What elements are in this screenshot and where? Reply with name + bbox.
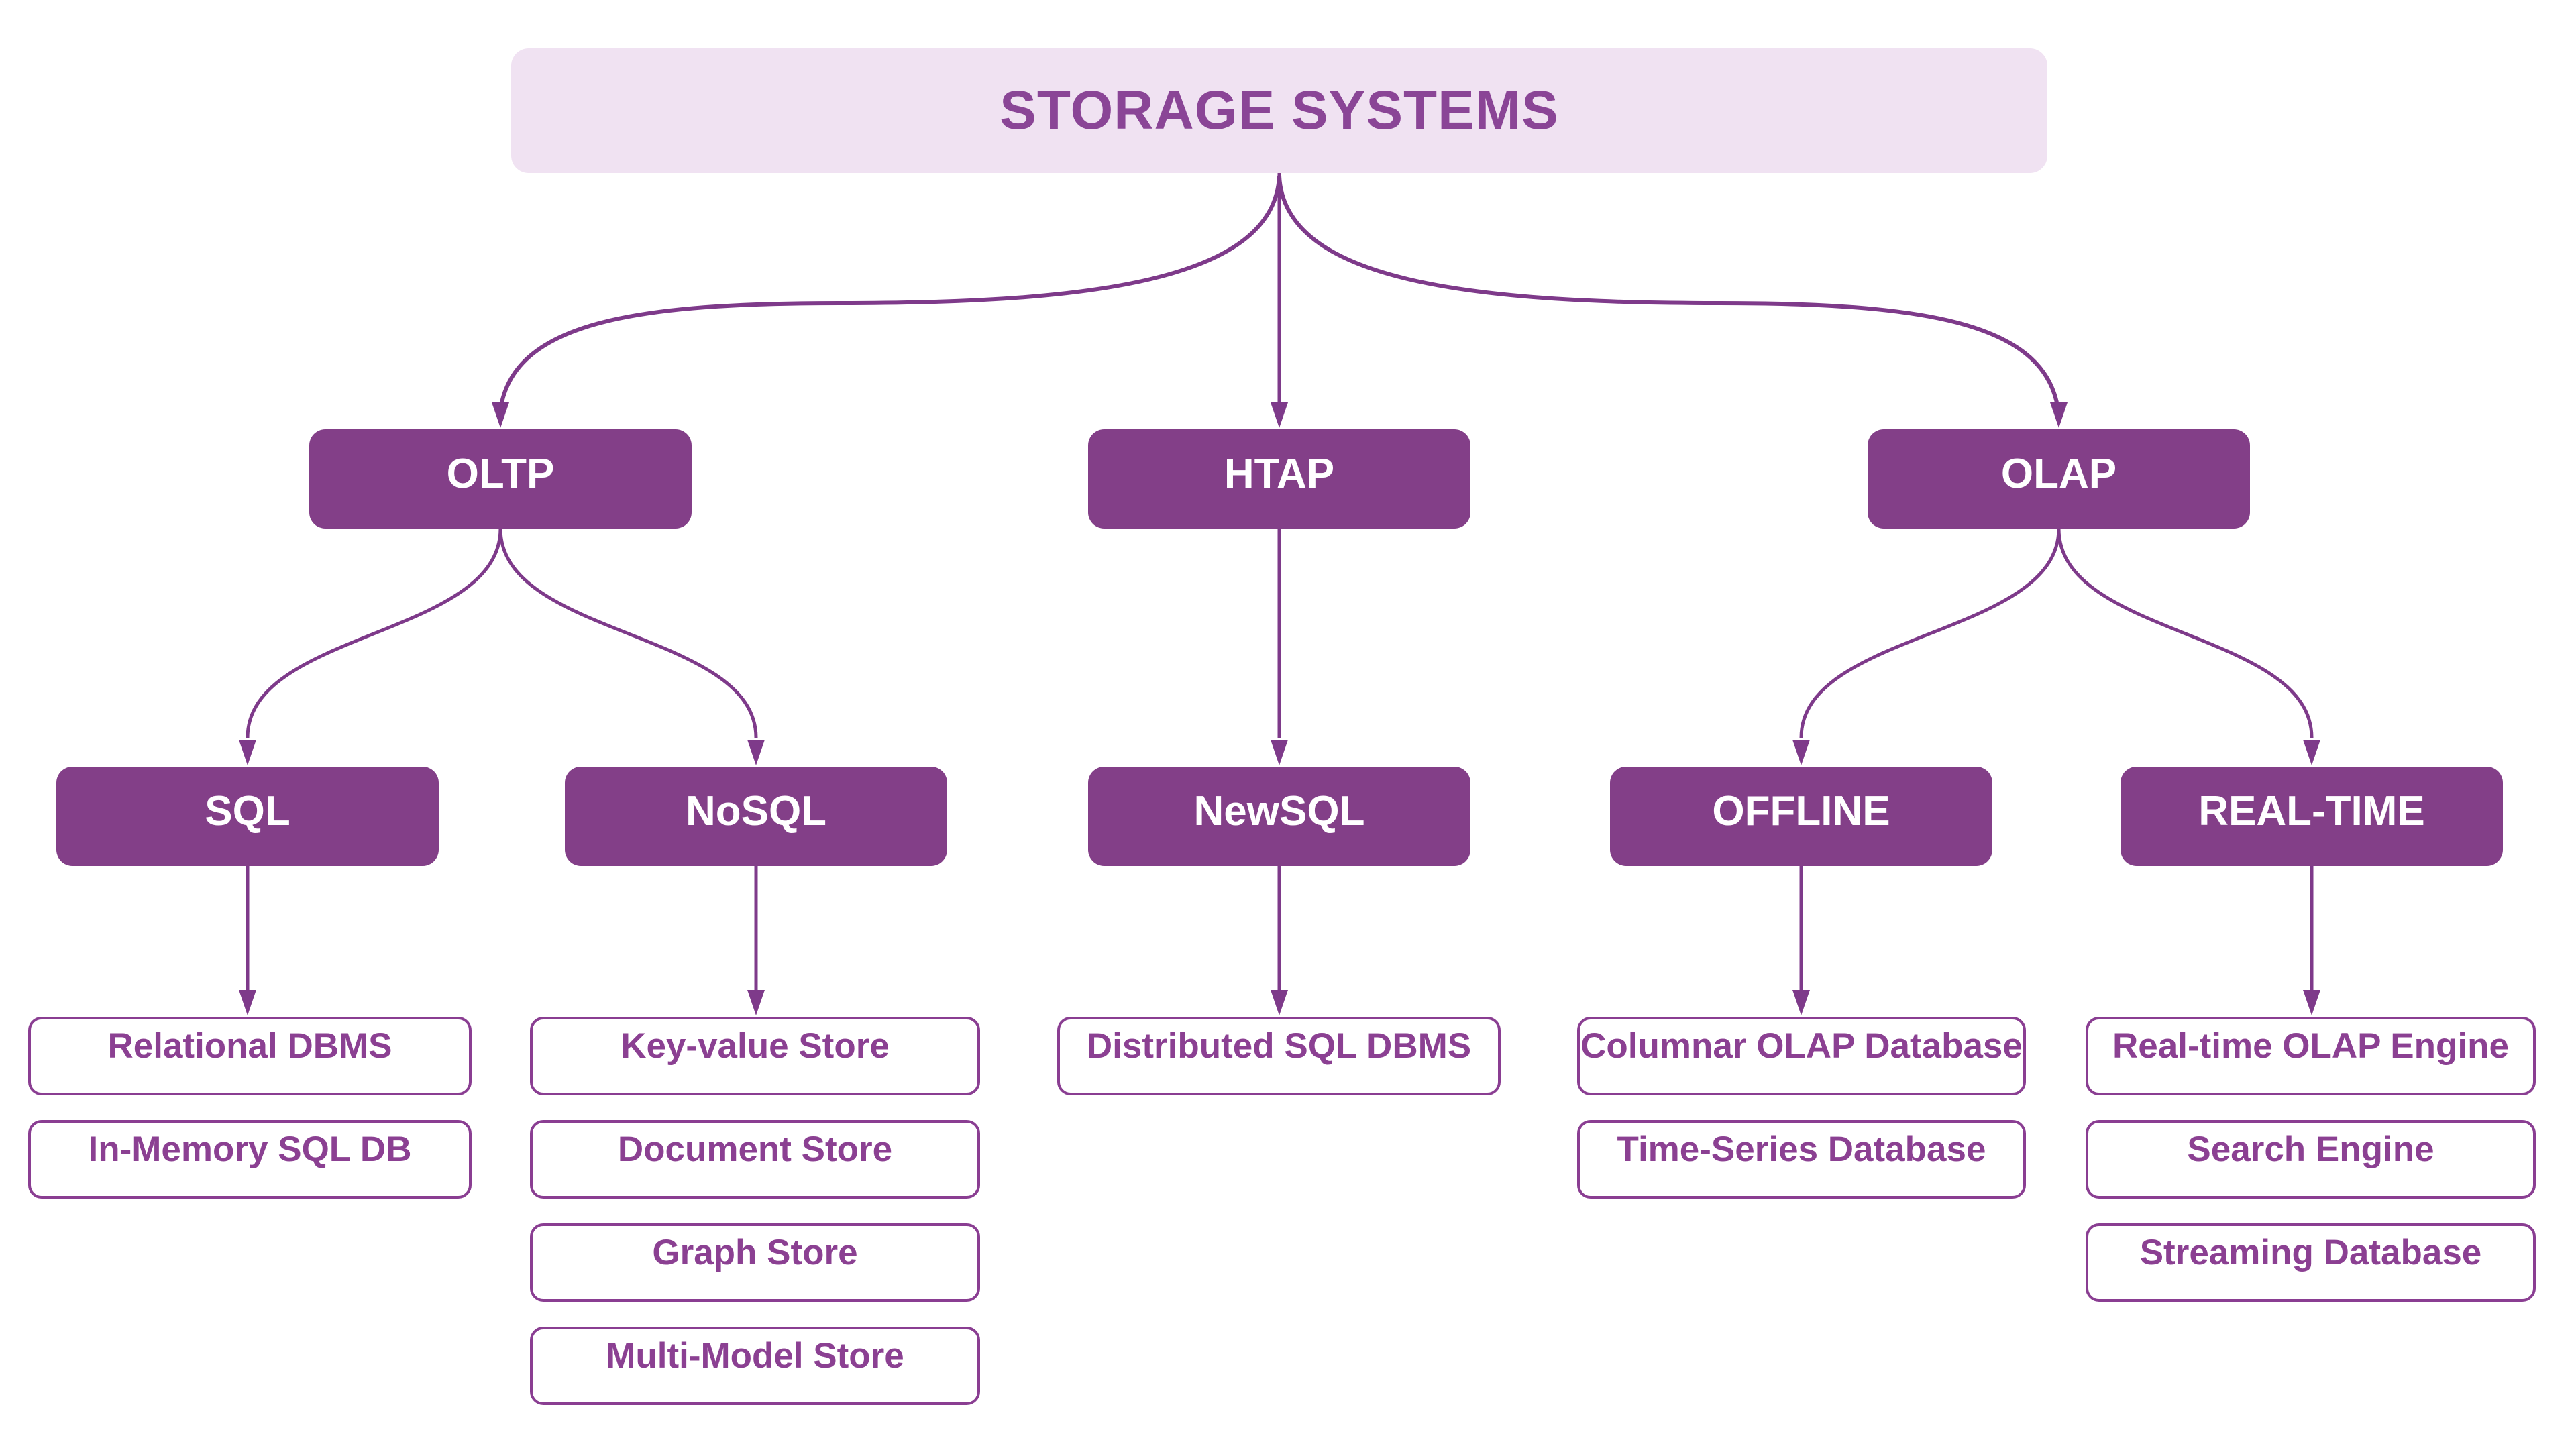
edge-olap-realtime xyxy=(2057,528,2314,738)
node-graph-store: Graph Store xyxy=(530,1223,980,1302)
node-document-store: Document Store xyxy=(530,1120,980,1199)
node-columnar-olap-database: Columnar OLAP Database xyxy=(1577,1017,2026,1095)
node-offline: OFFLINE xyxy=(1610,767,1992,866)
arrowhead-icon xyxy=(747,740,765,765)
node-multi-model-store: Multi-Model Store xyxy=(530,1327,980,1405)
node-real-time-olap-engine: Real-time OLAP Engine xyxy=(2086,1017,2536,1095)
node-real-time: REAL-TIME xyxy=(2121,767,2503,866)
node-distributed-sql-dbms: Distributed SQL DBMS xyxy=(1057,1017,1501,1095)
node-htap: HTAP xyxy=(1088,429,1470,529)
node-streaming-database: Streaming Database xyxy=(2086,1223,2536,1302)
node-newsql: NewSQL xyxy=(1088,767,1470,866)
node-nosql: NoSQL xyxy=(565,767,947,866)
arrowhead-icon xyxy=(492,402,509,428)
arrowhead-icon xyxy=(2303,990,2320,1015)
arrowhead-icon xyxy=(1271,740,1288,765)
node-search-engine: Search Engine xyxy=(2086,1120,2536,1199)
node-oltp: OLTP xyxy=(309,429,692,529)
arrowhead-icon xyxy=(1792,990,1810,1015)
edge-storage-systems-olap xyxy=(1277,175,2059,403)
arrowhead-icon xyxy=(1792,740,1810,765)
arrowhead-icon xyxy=(2050,402,2068,428)
edge-storage-systems-oltp xyxy=(500,175,1281,403)
node-in-memory-sql-db: In-Memory SQL DB xyxy=(28,1120,472,1199)
node-storage-systems: STORAGE SYSTEMS xyxy=(511,48,2047,173)
node-olap: OLAP xyxy=(1868,429,2250,529)
arrowhead-icon xyxy=(2303,740,2320,765)
arrowhead-icon xyxy=(1271,990,1288,1015)
node-key-value-store: Key-value Store xyxy=(530,1017,980,1095)
arrowhead-icon xyxy=(239,740,256,765)
arrowhead-icon xyxy=(239,990,256,1015)
node-relational-dbms: Relational DBMS xyxy=(28,1017,472,1095)
edge-oltp-nosql xyxy=(498,528,758,738)
arrowhead-icon xyxy=(747,990,765,1015)
arrowhead-icon xyxy=(1271,402,1288,428)
node-time-series-database: Time-Series Database xyxy=(1577,1120,2026,1199)
edge-oltp-sql xyxy=(246,528,502,738)
node-sql: SQL xyxy=(56,767,439,866)
edge-olap-offline xyxy=(1799,528,2061,738)
